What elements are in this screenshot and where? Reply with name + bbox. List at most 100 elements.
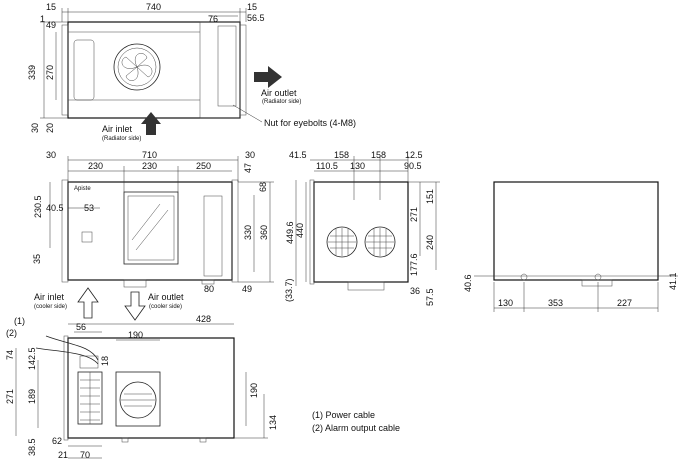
rear-bottom-duct [581,279,613,287]
dim-74: 74 [5,350,15,360]
dim-270: 270 [45,65,55,80]
dim-56: 56 [76,322,86,332]
dim-449-6: 449.6 [285,221,295,244]
dim-230a: 230 [88,161,103,171]
front-bottom-foot [201,279,215,285]
side-left-flange [309,179,315,285]
window-glare [131,203,161,241]
dim-230b: 230 [142,161,157,171]
alarm-cable-line [35,347,99,365]
dim-56-5: 56.5 [247,13,265,23]
cooler-air-inlet-sub: (cooler side) [34,304,67,310]
dim-250: 250 [196,161,211,171]
top-air-outlet-sub: (Radiator side) [262,99,301,105]
front-logo: Apiste [74,186,91,192]
air-outlet-arrow-icon [254,66,282,88]
front-left-flange [61,179,69,283]
top-view-left-flange [61,24,69,116]
top-view-right-flange [239,24,247,116]
dim-110-5: 110.5 [316,161,338,171]
cooler-air-outlet-sub: (cooler side) [149,304,182,310]
rear-eyebolt-icon [520,273,528,281]
front-window [123,191,179,265]
fan-guard-icon [113,43,161,91]
front-view-body [67,181,233,281]
callout-1: (1) [14,316,25,326]
dim-190-right: 190 [249,383,259,398]
side-fan-right-icon [364,226,396,258]
dim-90-5: 90.5 [404,161,422,171]
legend-item-power-cable: (1) Power cable [312,410,375,420]
bottom-fan-grille [121,393,155,407]
cooler-air-outlet-label: Air outlet [148,292,184,302]
dim-271-side: 271 [409,207,419,222]
dim-35: 35 [32,254,42,264]
dim-330: 330 [243,225,253,240]
front-display-icon [81,231,93,243]
dim-190-top: 190 [128,330,143,340]
top-air-outlet-label: Air outlet [261,88,297,98]
nut-leader-line [232,104,263,123]
dim-49: 49 [46,20,56,30]
dim-130-side: 130 [350,161,365,171]
dim-62: 62 [52,436,62,446]
front-right-flange [231,179,239,283]
bottom-foot [199,437,207,443]
side-view-body [313,181,409,283]
dim-41-1: 41.1 [668,272,678,290]
dim-142-5: 142.5 [27,347,37,370]
dim-20: 20 [45,123,55,133]
dim-440: 440 [295,223,305,238]
front-right-panel [203,195,223,277]
dim-12-5: 12.5 [405,150,423,160]
top-view-right-inner [217,25,237,107]
dim-30-top: 30 [30,123,40,133]
dim-49-front: 49 [242,284,252,294]
dim-339: 339 [27,65,37,80]
rear-eyebolt-icon [594,273,602,281]
side-fan-left-icon [326,226,358,258]
dim-134: 134 [268,415,278,430]
dim-80: 80 [204,284,214,294]
nut-label: Nut for eyebolts (4-M8) [264,118,356,128]
dim-47: 47 [243,163,253,173]
dim-15-left: 15 [46,2,56,12]
side-view: 41.5 158 158 12.5 110.5 130 90.5 449.6 4… [284,150,440,306]
dim-33-7: (33.7) [284,278,294,302]
bottom-fan-icon [119,381,157,419]
dim-41-5: 41.5 [289,150,307,160]
dim-151: 151 [425,189,435,204]
legend: (1) Power cable (2) Alarm output cable [312,410,400,433]
bottom-foot [121,437,129,443]
dim-76: 76 [208,14,218,24]
dim-68: 68 [258,182,268,192]
bottom-cable-gland [79,355,99,369]
callout-2: (2) [6,328,17,338]
dim-240: 240 [425,235,435,250]
dim-428: 428 [196,314,211,324]
dim-30-right: 30 [245,150,255,160]
dim-40-6: 40.6 [463,274,473,292]
fan-blade-circle [117,47,157,87]
front-bottom-duct [123,279,147,288]
dim-36: 36 [410,286,420,296]
fan-icon [121,53,153,81]
dim-227: 227 [617,298,632,308]
dim-360: 360 [259,225,269,240]
rear-view-body [493,181,659,281]
dim-15-right: 15 [247,2,257,12]
vent-slots [80,372,100,424]
top-air-inlet-sub: (Radiator side) [102,136,141,142]
dim-230-5: 230.5 [33,195,43,218]
top-air-inlet-label: Air inlet [102,124,133,134]
dim-710: 710 [142,150,157,160]
side-bottom-duct [347,281,385,291]
fan-grille-left [328,228,356,256]
top-view: 740 15 15 76 56.5 1 49 339 270 30 20 Air… [27,2,356,142]
dim-30-front: 30 [46,150,56,160]
air-inlet-arrow-icon [141,112,161,135]
cooler-air-outlet-arrow-icon [124,291,146,321]
front-view: Apiste 30 710 230 230 250 30 47 68 230.5… [32,150,274,321]
window-glare [135,209,169,251]
fan-grille-right [366,228,394,256]
